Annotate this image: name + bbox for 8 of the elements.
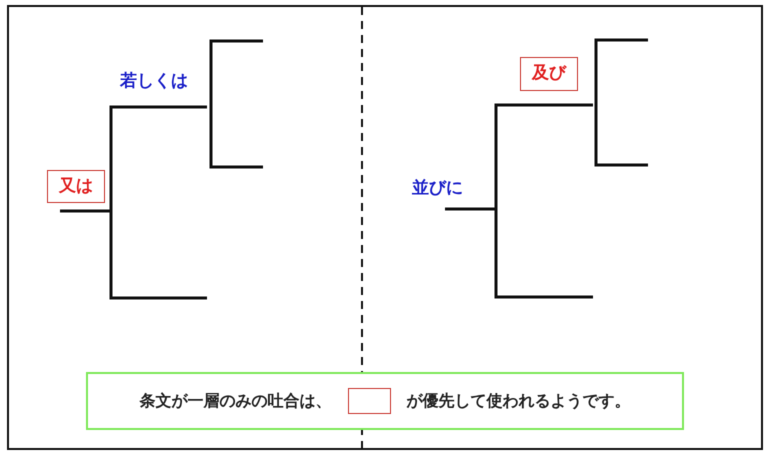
note-box (86, 372, 684, 430)
term-label: 若しくは (120, 70, 188, 93)
note-text: 条文が一層のみの吐合は、 (140, 390, 332, 412)
term-box: 又は (47, 170, 105, 203)
blank-box (348, 388, 390, 414)
note-text: が優先して使われるようです。 (406, 390, 630, 412)
term-box: 及び (520, 57, 578, 91)
term-label: 並びに (412, 177, 463, 200)
